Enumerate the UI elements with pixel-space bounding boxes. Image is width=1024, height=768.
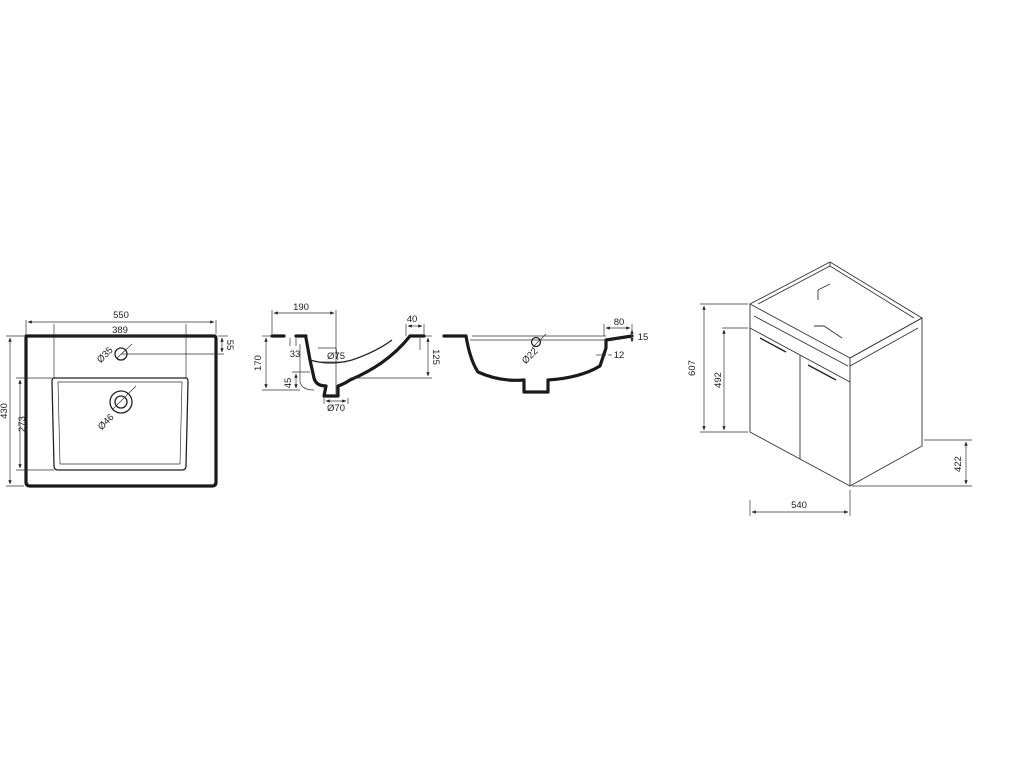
basin-side-profile	[294, 334, 426, 398]
dim-total-depth: 430	[0, 403, 10, 419]
drain-hole-outer	[109, 390, 133, 414]
vanity-cabinet: 607 492 540 422	[687, 261, 972, 516]
dim-siphon-diameter: Ø75	[327, 351, 345, 362]
dim-mount-height: 422	[953, 456, 964, 472]
dim-cabinet-width: 540	[791, 500, 807, 511]
dim-tap-hole: Ø35	[95, 345, 115, 365]
dim-overflow-diameter: Ø22	[520, 346, 540, 366]
dim-bowl-height: 125	[430, 349, 441, 365]
right-door-handle	[807, 364, 837, 381]
dim-cabinet-total-height: 607	[687, 360, 698, 376]
dim-total-width: 550	[113, 310, 129, 321]
basin-front-profile	[442, 334, 634, 394]
dim-outlet-diameter: Ø70	[327, 403, 345, 414]
dim-drain-hole: Ø46	[96, 412, 116, 432]
dim-lip: 12	[614, 350, 625, 361]
dim-door-height: 492	[713, 372, 724, 388]
left-door-handle	[759, 337, 787, 353]
basin-front-section: 80 15 12 Ø22	[442, 317, 649, 394]
dim-rim-thickness: 15	[638, 332, 649, 343]
dim-rim-offset: 33	[290, 349, 301, 360]
dim-drain-height: 45	[283, 378, 294, 389]
overflow-hole	[530, 336, 542, 348]
dim-bowl-depth: 273	[17, 416, 28, 432]
basin-side-section: 190 40 170 33 125 45 Ø75 Ø70	[253, 302, 441, 414]
dim-rim-width: 40	[407, 314, 418, 325]
drain-hole	[114, 395, 128, 409]
dim-total-height: 170	[253, 355, 264, 371]
dim-bowl-width: 389	[112, 325, 128, 336]
basin-outline	[24, 334, 218, 488]
basin-top-view: 550 389 55 430 273 Ø35 Ø46	[0, 310, 235, 488]
dim-drain-offset: 190	[293, 302, 309, 313]
dim-rim-overhang: 80	[614, 317, 625, 328]
dim-tap-offset: 55	[224, 340, 235, 351]
bowl-outline	[51, 377, 189, 471]
